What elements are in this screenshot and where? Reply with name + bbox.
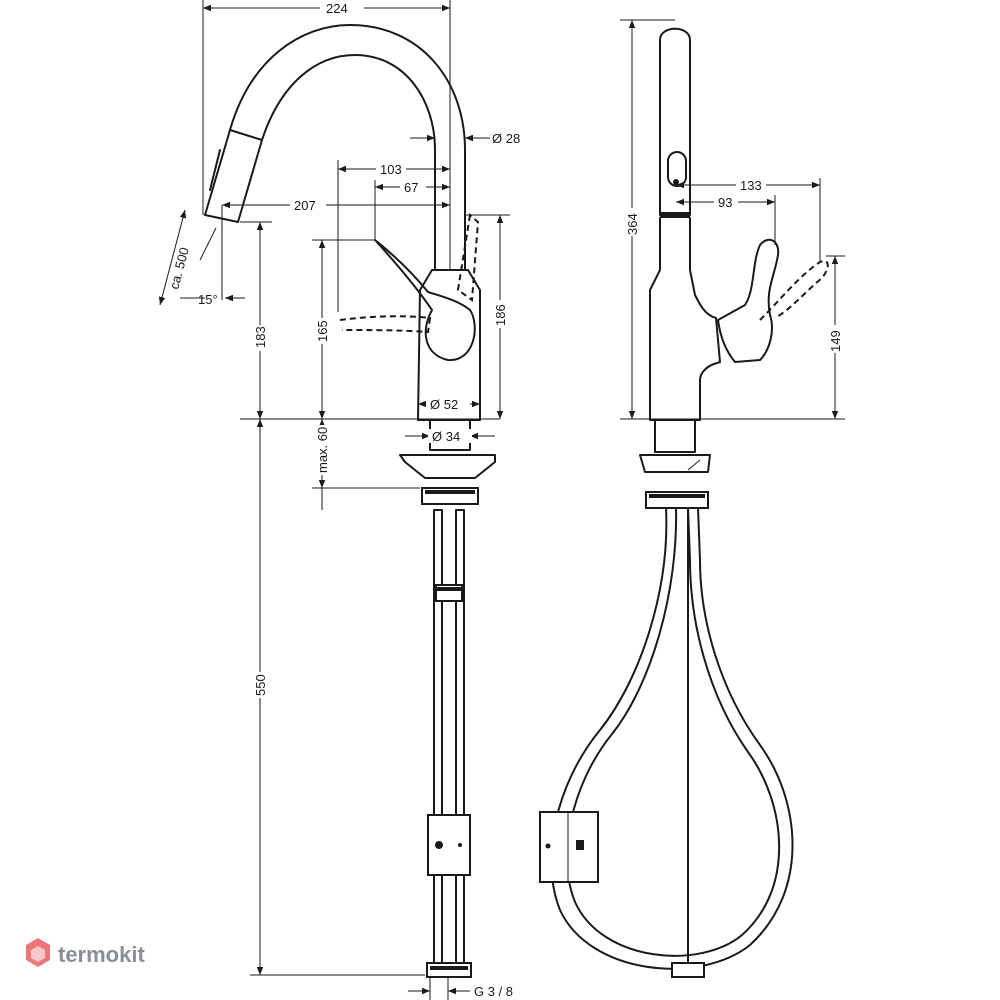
dim-diam-34: Ø 34 bbox=[432, 429, 460, 444]
dim-diam-28: Ø 28 bbox=[492, 131, 520, 146]
dim-diam-52: Ø 52 bbox=[430, 397, 458, 412]
dim-thread: G 3 / 8 bbox=[474, 984, 513, 999]
dim-186: 186 bbox=[493, 304, 508, 326]
dim-103: 103 bbox=[380, 162, 402, 177]
dim-67: 67 bbox=[404, 180, 418, 195]
lever bbox=[374, 239, 476, 362]
side-lever bbox=[717, 238, 780, 363]
hose-loop bbox=[550, 507, 794, 970]
dim-364: 364 bbox=[625, 213, 640, 235]
dim-550: 550 bbox=[253, 674, 268, 696]
dim-183: 183 bbox=[253, 326, 268, 348]
dim-149: 149 bbox=[828, 330, 843, 352]
side-view bbox=[539, 27, 829, 978]
side-spout bbox=[659, 27, 691, 216]
spout-inner bbox=[237, 54, 436, 271]
watermark-text: termokit bbox=[58, 942, 145, 967]
watermark: termokit bbox=[26, 938, 145, 967]
dim-224: 224 bbox=[326, 1, 348, 16]
dim-hose: ca. 500 bbox=[166, 246, 192, 291]
dim-max-60: max. 60 bbox=[315, 427, 330, 473]
front-dimensions: 224 Ø 28 103 67 207 ca. 500 15° 183 165 bbox=[158, 0, 520, 1000]
tap-body bbox=[417, 269, 481, 421]
mounting-plate bbox=[399, 454, 496, 479]
dim-165: 165 bbox=[315, 320, 330, 342]
dim-207: 207 bbox=[294, 198, 316, 213]
dim-angle: 15° bbox=[198, 292, 218, 307]
dim-93: 93 bbox=[718, 195, 732, 210]
spout-outer bbox=[204, 24, 466, 271]
dim-133: 133 bbox=[740, 178, 762, 193]
front-view bbox=[204, 24, 496, 978]
side-dimensions: 364 133 93 149 bbox=[620, 19, 845, 420]
